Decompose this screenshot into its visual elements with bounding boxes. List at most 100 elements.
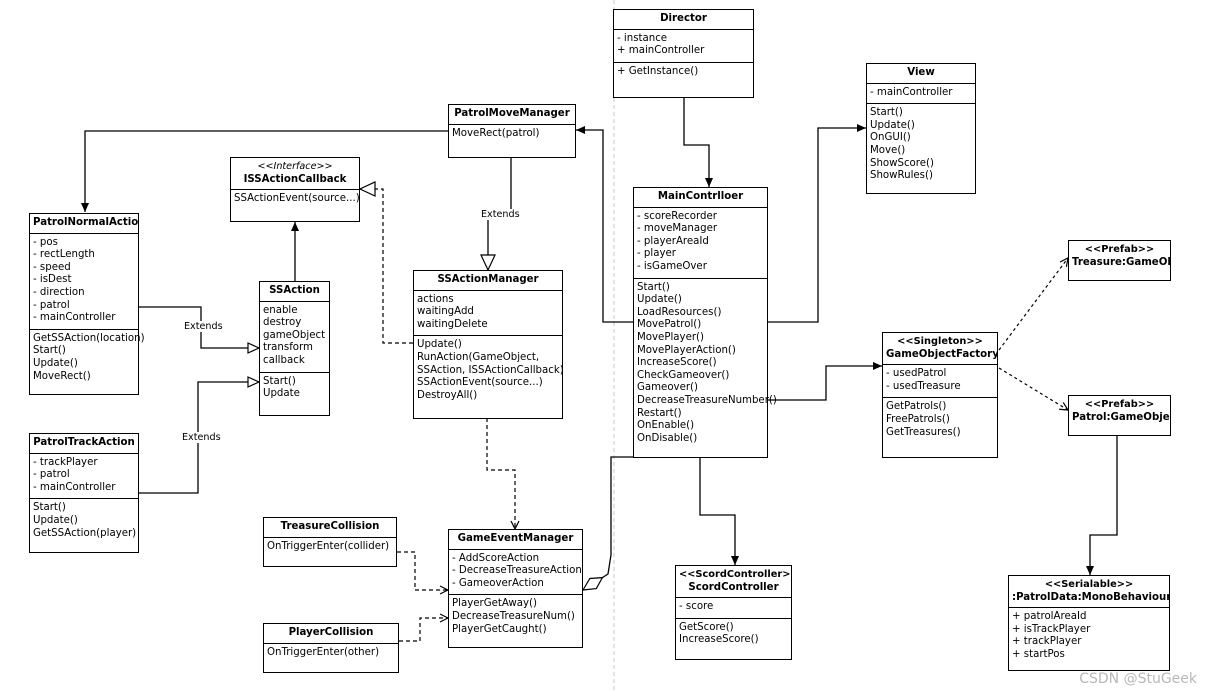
edge-patrol-data [1086,435,1118,575]
class-name: GameEventManager [449,530,582,550]
class-patrol-prefab[interactable]: <<Prefab>> Patrol:GameObject [1068,395,1171,436]
method: IncreaseScore() [637,357,717,369]
class-name: ScordController [688,581,779,593]
method: GetTreasures() [886,426,961,438]
class-name: PlayerCollision [264,624,398,644]
class-patrol-normal-action[interactable]: PatrolNormalAction - pos - rectLength - … [29,213,145,395]
edge-factory-treasure [998,258,1068,351]
class-name: SSAction [260,282,329,302]
attribute: - GameoverAction [452,577,544,589]
class-name: Patrol:GameObject [1072,411,1170,423]
class-patrol-move-manager[interactable]: PatrolMoveManager MoveRect(patrol) [448,104,576,158]
edge-main-factory [768,362,882,401]
method: Restart() [637,407,682,419]
method: MovePlayer() [637,331,704,343]
method: Update() [33,514,78,526]
methods-compartment: Start() Update() GetSSAction(player) [30,499,138,544]
class-treasure-collision[interactable]: TreasureCollision OnTriggerEnter(collide… [263,517,397,567]
class-patrol-data[interactable]: <<Serialable>> :PatrolData:MonoBehaviour… [1008,575,1170,671]
method: GetPatrols() [886,401,947,413]
method: SSActionEvent(source...) [234,193,360,205]
stereotype: <<Serialable>> [1044,579,1134,590]
class-ss-action[interactable]: SSAction enable destroy gameObject trans… [259,281,330,416]
attributes-compartment: - trackPlayer - patrol - mainController [30,454,138,500]
attribute: - mainController [870,86,953,98]
attributes-compartment: - AddScoreAction - DecreaseTreasureActio… [449,550,582,596]
method: OnEnable() [637,420,695,432]
method: Update() [33,357,78,369]
class-game-event-manager[interactable]: GameEventManager - AddScoreAction - Decr… [448,529,583,648]
edge-factory-patrol [998,367,1068,410]
class-name: PatrolMoveManager [449,105,575,125]
attribute: + startPos [1012,648,1065,660]
method: MovePatrol() [637,319,702,331]
methods-compartment: MoveRect(patrol) [449,125,575,145]
attribute: - mainController [33,481,116,493]
attributes-compartment: - scoreRecorder - moveManager - playerAr… [634,208,767,279]
edge-director-main [683,97,713,187]
methods-compartment: PlayerGetAway() DecreaseTreasureNum() Pl… [449,595,582,640]
class-game-object-factory[interactable]: <<Singleton>> GameObjectFactory - usedPa… [882,332,998,458]
attribute: enable [263,304,298,316]
class-header: <<Interface>> ISSActionCallback [231,158,359,191]
attribute: - DecreaseTreasureAction [452,565,582,577]
class-name: Director [614,10,753,30]
attribute: - speed [33,261,71,273]
method: Start() [263,375,296,387]
edge-main-view [768,124,866,323]
attributes-compartment: - mainController [867,84,975,105]
method: SSAction, ISSActionCallback) [417,364,564,376]
attribute: - moveManager [637,223,718,235]
class-main-controller[interactable]: MainContrlloer - scoreRecorder - moveMan… [633,187,777,458]
class-player-collision[interactable]: PlayerCollision OnTriggerEnter(other) [263,623,399,673]
class-ss-action-manager[interactable]: SSActionManager actions waitingAdd waiti… [413,270,564,419]
attributes-compartment: + patrolAreaId + isTrackPlayer + trackPl… [1009,608,1169,665]
attribute: - instance [617,32,668,44]
methods-compartment: SSActionEvent(source...) [231,190,360,210]
method: Gameover() [637,382,698,394]
stereotype: <<Prefab>> [1084,399,1155,410]
methods-compartment: Start() Update [260,373,329,405]
attribute: - playerAreaId [637,235,709,247]
methods-compartment: Update() RunAction(GameObject, SSAction,… [414,336,564,406]
class-view[interactable]: View - mainController Start() Update() O… [866,63,976,194]
extends-label-normal: Extends [183,321,224,332]
class-iss-action-callback[interactable]: <<Interface>> ISSActionCallback SSAction… [230,157,360,222]
method: MoveRect() [33,370,91,382]
class-name: ISSActionCallback [243,173,347,185]
methods-compartment: OnTriggerEnter(other) [264,644,398,664]
class-name: View [867,64,975,84]
stereotype: <<Interface>> [257,161,333,172]
attribute: + patrolAreaId [1012,611,1087,623]
class-name: SSActionManager [414,271,562,291]
methods-compartment: GetSSAction(location) Start() Update() M… [30,330,145,387]
attributes-compartment: - score [676,598,791,619]
attribute: waitingAdd [417,306,474,318]
attribute: + mainController [617,45,705,57]
method: OnGUI() [870,132,911,144]
method: PlayerGetCaught() [452,623,547,635]
method: IncreaseScore() [679,634,759,646]
stereotype: <<Prefab>> [1084,244,1155,255]
attribute: - usedPatrol [886,368,947,380]
attribute: - usedTreasure [886,380,961,392]
methods-compartment: GetScore() IncreaseScore() [676,619,791,651]
method: Update [263,388,300,400]
attribute: destroy [263,317,302,329]
attributes-compartment: - instance + mainController [614,30,753,63]
attribute: - rectLength [33,249,95,261]
class-header: <<Prefab>> Patrol:GameObject [1069,396,1170,427]
class-treasure-prefab[interactable]: <<Prefab>> Treasure:GameObject [1068,240,1171,281]
class-patrol-track-action[interactable]: PatrolTrackAction - trackPlayer - patrol… [29,433,139,553]
method: Start() [33,345,66,357]
attribute: - mainController [33,312,116,324]
class-name: :PatrolData:MonoBehaviour [1012,591,1169,603]
extends-label-track: Extends [181,432,222,443]
method: CheckGameover() [637,369,730,381]
class-director[interactable]: Director - instance + mainController + G… [613,9,754,98]
class-score-controller[interactable]: <<ScordController>> ScordController - sc… [675,565,792,660]
edge-player-gem [399,618,448,642]
class-header: <<Prefab>> Treasure:GameObject [1069,241,1170,272]
attribute: actions [417,293,454,305]
